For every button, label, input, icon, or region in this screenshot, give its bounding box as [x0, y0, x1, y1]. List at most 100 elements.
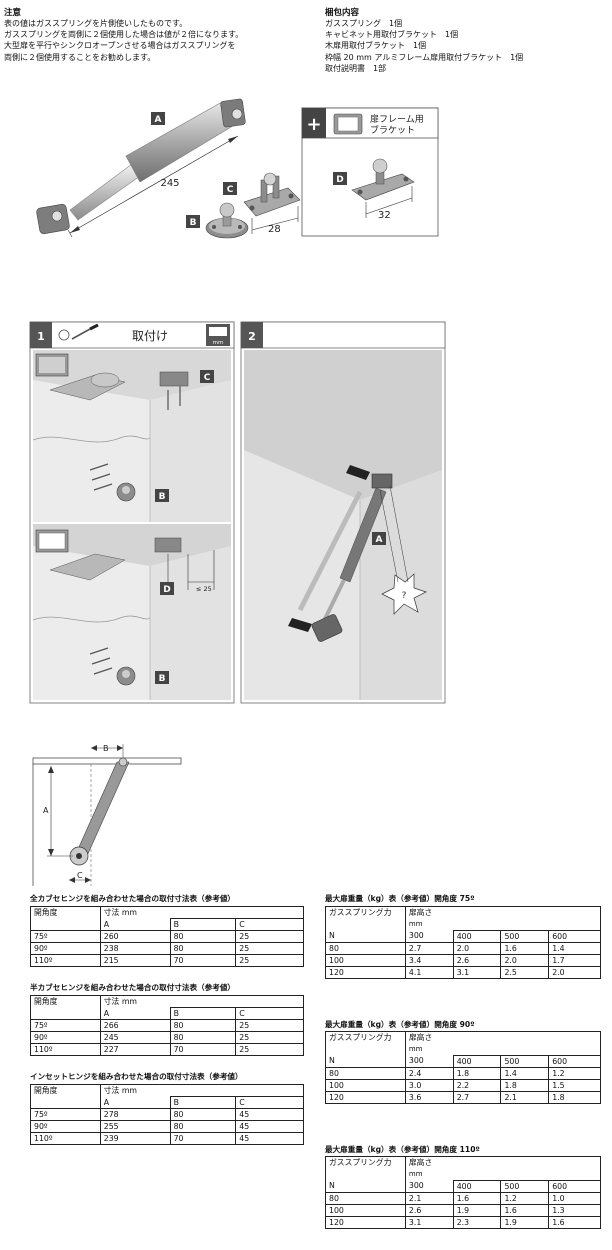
step-1-panel: 1 取付け mm C [29, 321, 235, 704]
angle-header: 開角度 [30, 906, 101, 919]
cell: 227 [99, 1043, 171, 1056]
measure-unit-icon: mm [206, 324, 230, 346]
installation-steps: 1 取付け mm C [29, 321, 446, 704]
label-a-badge: A [151, 112, 165, 125]
cell: 500 [500, 929, 550, 943]
max-weight-90-title: 最大扉重量（kg）表（参考値）開角度 90º [325, 1020, 475, 1029]
cell: 25 [235, 1031, 304, 1044]
table-header-row: 開角度 寸法 mm [30, 995, 304, 1008]
step-1-label-c: C [204, 373, 211, 383]
package-line: キャビネット用取付ブラケット 1個 [325, 30, 459, 40]
cell: 2.2 [452, 1078, 502, 1092]
cell: 25 [235, 930, 304, 943]
plus-icon: + [306, 114, 321, 135]
cell: 1.6 [500, 941, 550, 955]
height-unit: mm [408, 1170, 423, 1178]
max-weight-75-title: 最大扉重量（kg）表（参考値）開角度 75º [325, 894, 475, 903]
frame-bracket-title-line2: ブラケット [370, 124, 415, 136]
cell: 2.0 [548, 965, 601, 979]
package-line: 枠幅 20 mm アルミフレーム扉用取付ブラケット 1個 [325, 52, 524, 62]
cell: 3.1 [404, 1215, 454, 1229]
cell: 2.1 [404, 1191, 454, 1205]
cell: 100 [325, 1203, 406, 1217]
cell: 110º [30, 1043, 101, 1056]
cell: 75º [30, 1108, 101, 1121]
cell: 110º [30, 1132, 101, 1145]
cell: 80 [325, 1191, 406, 1205]
parts-illustration: 245 A B C 28 + 扉フレーム用 [36, 98, 439, 239]
dim-header: 寸法 mm [99, 1084, 171, 1097]
sub-b: B [169, 1096, 237, 1109]
cell: 600 [548, 1054, 601, 1068]
cell: 80 [169, 1031, 237, 1044]
cell: 400 [452, 929, 502, 943]
dim-c-label: C [77, 871, 83, 880]
table-subheader-row: A B C [30, 1007, 304, 1020]
cell: 70 [169, 1043, 237, 1056]
mounting-geometry-diagram: A B C [32, 744, 182, 886]
cell: 239 [99, 1132, 171, 1145]
force-header: ガススプリング力 [325, 1031, 406, 1055]
max-weight-110-title: 最大扉重量（kg）表（参考値）開角度 110º [325, 1145, 480, 1154]
label-d-text: D [336, 175, 343, 185]
cell: 278 [99, 1108, 171, 1121]
cell: 2.4 [404, 1066, 454, 1080]
cell: 25 [235, 1019, 304, 1032]
max-dimension: ≤ 25 [196, 585, 212, 593]
label-a-text: A [155, 115, 162, 125]
step-1-label-b-upper: B [159, 492, 166, 502]
cell: 2.6 [404, 1203, 454, 1217]
height-header-text: 扉高さ [408, 1033, 433, 1042]
cell: 260 [99, 930, 171, 943]
step-1-number: 1 [37, 330, 45, 343]
half-overlay-table-title: 半カブセヒンジを組み合わせた場合の取付寸法表（参考値） [30, 983, 236, 992]
gas-spring-part-a [36, 98, 246, 235]
cell: 3.0 [404, 1078, 454, 1092]
table-header-row: 開角度 寸法 mm [30, 1084, 304, 1097]
cell: 1.2 [500, 1191, 550, 1205]
package-line: 取付説明書 1部 [325, 63, 387, 73]
cell: 90º [30, 942, 101, 955]
cell: 110º [30, 954, 101, 967]
cell: 3.6 [404, 1090, 454, 1104]
cell: 100 [325, 953, 406, 967]
cell: 2.1 [500, 1090, 550, 1104]
cell: 45 [235, 1108, 304, 1121]
cell: 80 [325, 941, 406, 955]
cell: 80 [169, 1019, 237, 1032]
cell: 400 [452, 1179, 502, 1193]
notes-line: 両側に２個使用することをお勧めします。 [4, 52, 156, 62]
cell: N [325, 1055, 406, 1068]
frame-bracket-dimension-value: 32 [378, 210, 391, 221]
label-c-badge: C [223, 182, 237, 195]
cell: 2.3 [452, 1215, 502, 1229]
step-1-label-d: D [163, 585, 170, 595]
cell: 1.8 [452, 1066, 502, 1080]
ear-icon: ? [402, 591, 407, 601]
step-1-title: 取付け [132, 329, 168, 343]
step-1-label-b-lower: B [159, 674, 166, 684]
screws [89, 463, 113, 491]
cell: 238 [99, 942, 171, 955]
package-body: ガススプリング 1個 キャビネット用取付ブラケット 1個 木扉用取付ブラケット … [325, 18, 523, 74]
table-subheader-row: A B C [30, 918, 304, 931]
cell: 2.0 [452, 941, 502, 955]
step-2-number: 2 [248, 330, 256, 343]
cell: 3.1 [452, 965, 502, 979]
cell: 90º [30, 1120, 101, 1133]
sub-b: B [169, 1007, 237, 1020]
cell: 1.9 [452, 1203, 502, 1217]
